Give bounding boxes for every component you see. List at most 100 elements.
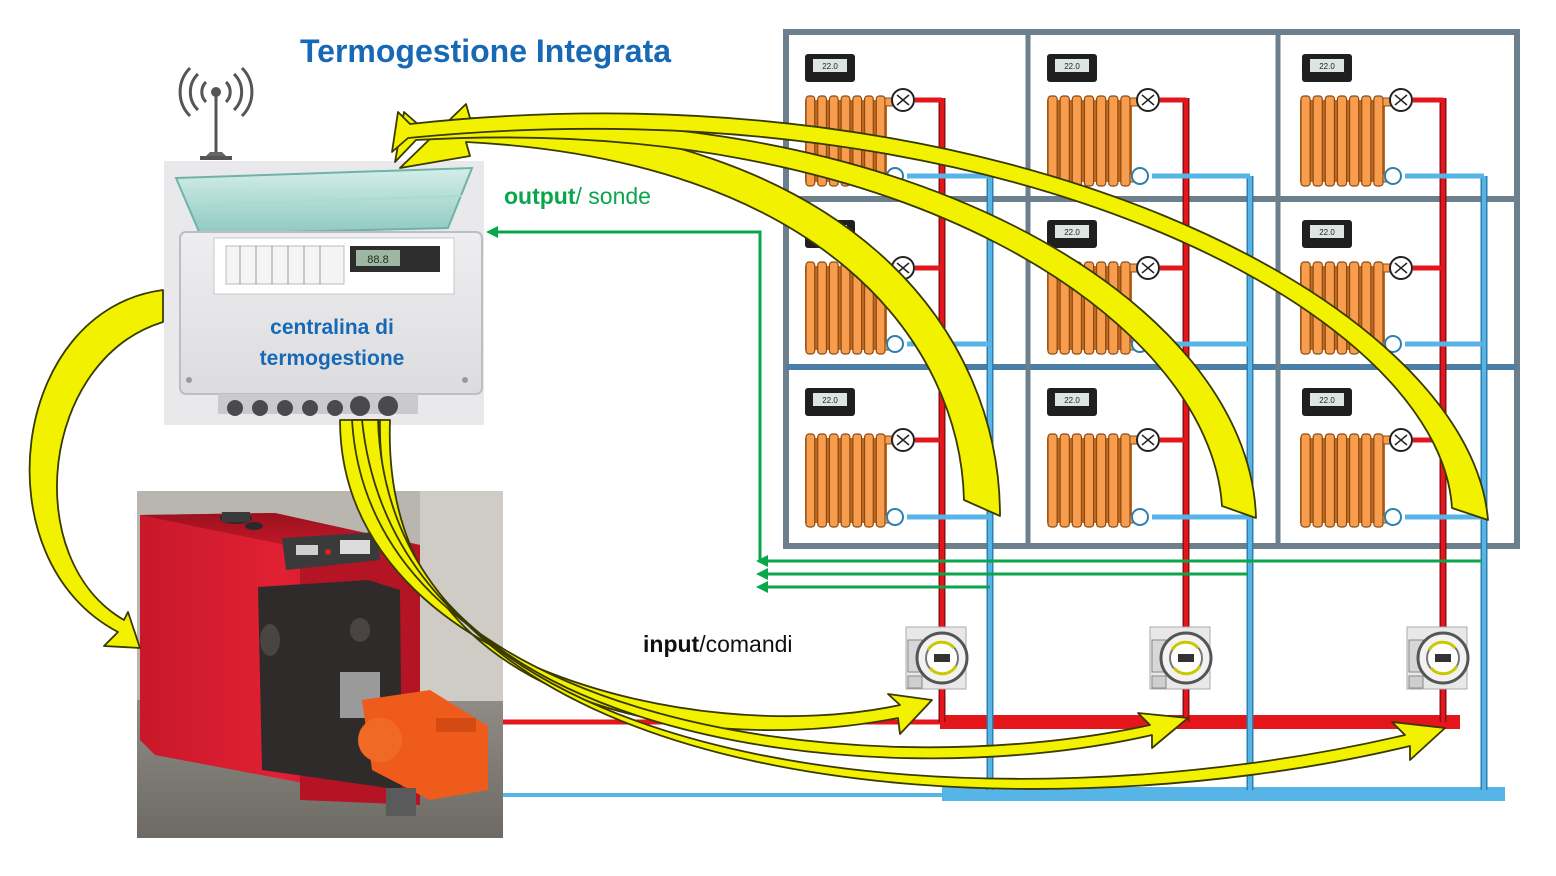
- valve-mark: [896, 434, 910, 446]
- pump-icon: [1149, 626, 1213, 690]
- controller-display-reading: 88.8: [367, 254, 388, 266]
- valve-mark: [1141, 94, 1155, 106]
- arrow-icon: [361, 419, 1446, 790]
- arrow-icon: [351, 419, 1189, 760]
- radiator-fin: [817, 261, 828, 355]
- thermostat-reading: 22.0: [1064, 62, 1080, 71]
- lockshield-icon: [1384, 167, 1402, 185]
- pump-base: [1151, 675, 1167, 689]
- thermostat-reading: 22.0: [1319, 228, 1335, 237]
- thermostat-reading: 22.0: [822, 62, 838, 71]
- valve-mark: [1394, 94, 1408, 106]
- radiator-fin: [1095, 433, 1107, 528]
- thermostat-reading: 22.0: [1064, 228, 1080, 237]
- thermostat-reading: 22.0: [1319, 62, 1335, 71]
- input-label: input/comandi: [643, 631, 793, 657]
- radiator-fin: [863, 433, 874, 528]
- valve-mark: [1141, 434, 1155, 446]
- pump-icon: [1406, 626, 1470, 690]
- pump-flow-mark: [1429, 665, 1459, 676]
- radiator-fin: [1324, 95, 1336, 187]
- output-label: output/ sonde: [504, 183, 651, 209]
- radiator-fin: [1108, 433, 1119, 528]
- thermostat-screen: [813, 393, 847, 406]
- thermostat-reading: 22.0: [822, 396, 838, 405]
- radiator-fin: [1300, 433, 1311, 528]
- radiator-fin: [1312, 95, 1323, 187]
- radiator-fin: [1120, 95, 1131, 187]
- lockshield-icon: [1131, 508, 1149, 526]
- radiator-fin: [1324, 433, 1336, 528]
- radiator-icon: [1300, 95, 1396, 187]
- radiator-fin: [828, 433, 839, 528]
- valve-mark: [1394, 434, 1408, 446]
- radiator-fin: [805, 433, 816, 528]
- circulator-pumps: [905, 626, 1470, 690]
- arrow-icon: [28, 289, 164, 649]
- boiler-image: [137, 491, 503, 838]
- radiator-fin: [1348, 95, 1360, 187]
- command-arrows: [28, 103, 1489, 790]
- antenna-icon: [178, 66, 254, 160]
- lockshield-icon: [1384, 335, 1402, 353]
- pump-flow-mark: [1170, 640, 1200, 651]
- valve-mark: [896, 94, 910, 106]
- arrow-icon: [339, 419, 933, 735]
- radiator-icon: [1047, 433, 1143, 528]
- radiator-units: 22.022.022.022.022.022.022.022.022.0: [805, 54, 1413, 528]
- radiator-fin: [840, 433, 851, 528]
- thermostat-screen: [813, 59, 847, 72]
- arrow-icon: [391, 111, 1489, 521]
- thermostat-screen: [1055, 59, 1089, 72]
- thermostat-screen: [1310, 59, 1344, 72]
- pump-flow-mark: [1427, 640, 1457, 651]
- thermostat-icon: 22.0: [1047, 220, 1097, 248]
- radiator-fin: [817, 433, 828, 528]
- radiator-fin: [1336, 433, 1348, 528]
- input-label-bold: input: [643, 631, 700, 657]
- radiator-fin: [1047, 433, 1058, 528]
- valve-mark: [1141, 262, 1155, 274]
- radiator-fin: [1300, 95, 1311, 187]
- thermostat-icon: 22.0: [1302, 388, 1352, 416]
- lockshield-icon: [886, 508, 904, 526]
- output-label-bold: output: [504, 183, 576, 209]
- radiator-fin: [1361, 433, 1372, 528]
- radiator-fin: [1059, 95, 1070, 187]
- radiator-fin: [1361, 95, 1372, 187]
- output-label-rest: / sonde: [576, 183, 651, 209]
- thermostat-icon: 22.0: [1302, 220, 1352, 248]
- thermostat-screen: [1310, 225, 1344, 238]
- arrow-icon: [399, 103, 1001, 517]
- lockshield-icon: [1131, 167, 1149, 185]
- radiator-fin: [1095, 95, 1107, 187]
- valve-mark: [1394, 262, 1408, 274]
- lockshield-icon: [1384, 508, 1402, 526]
- thermostat-screen: [1310, 393, 1344, 406]
- thermostat-icon: 22.0: [1302, 54, 1352, 82]
- radiator-fin: [1120, 433, 1131, 528]
- radiator-fin: [1312, 433, 1323, 528]
- radiator-fin: [852, 433, 863, 528]
- pump-symbol: [934, 654, 950, 662]
- pump-flow-mark: [928, 665, 958, 676]
- thermostat-icon: 22.0: [1047, 388, 1097, 416]
- controller-box-image: 88.8 centralina di termogestione: [164, 161, 484, 425]
- radiator-fin: [1047, 95, 1058, 187]
- pump-icon: [905, 626, 969, 690]
- thermostat-icon: 22.0: [1047, 54, 1097, 82]
- radiator-fin: [875, 433, 886, 528]
- radiator-icon: [1300, 433, 1396, 528]
- thermostat-reading: 22.0: [1064, 396, 1080, 405]
- input-label-rest: /comandi: [699, 631, 792, 657]
- pump-symbol: [1435, 654, 1451, 662]
- sensor-lines: [486, 226, 1482, 593]
- thermostat-icon: 22.0: [805, 388, 855, 416]
- supply-manifold: [940, 715, 1460, 729]
- radiator-icon: [1047, 95, 1143, 187]
- controller-label-line2: termogestione: [260, 347, 405, 370]
- pump-flow-mark: [1172, 665, 1202, 676]
- thermostat-reading: 22.0: [1319, 396, 1335, 405]
- radiator-fin: [1336, 95, 1348, 187]
